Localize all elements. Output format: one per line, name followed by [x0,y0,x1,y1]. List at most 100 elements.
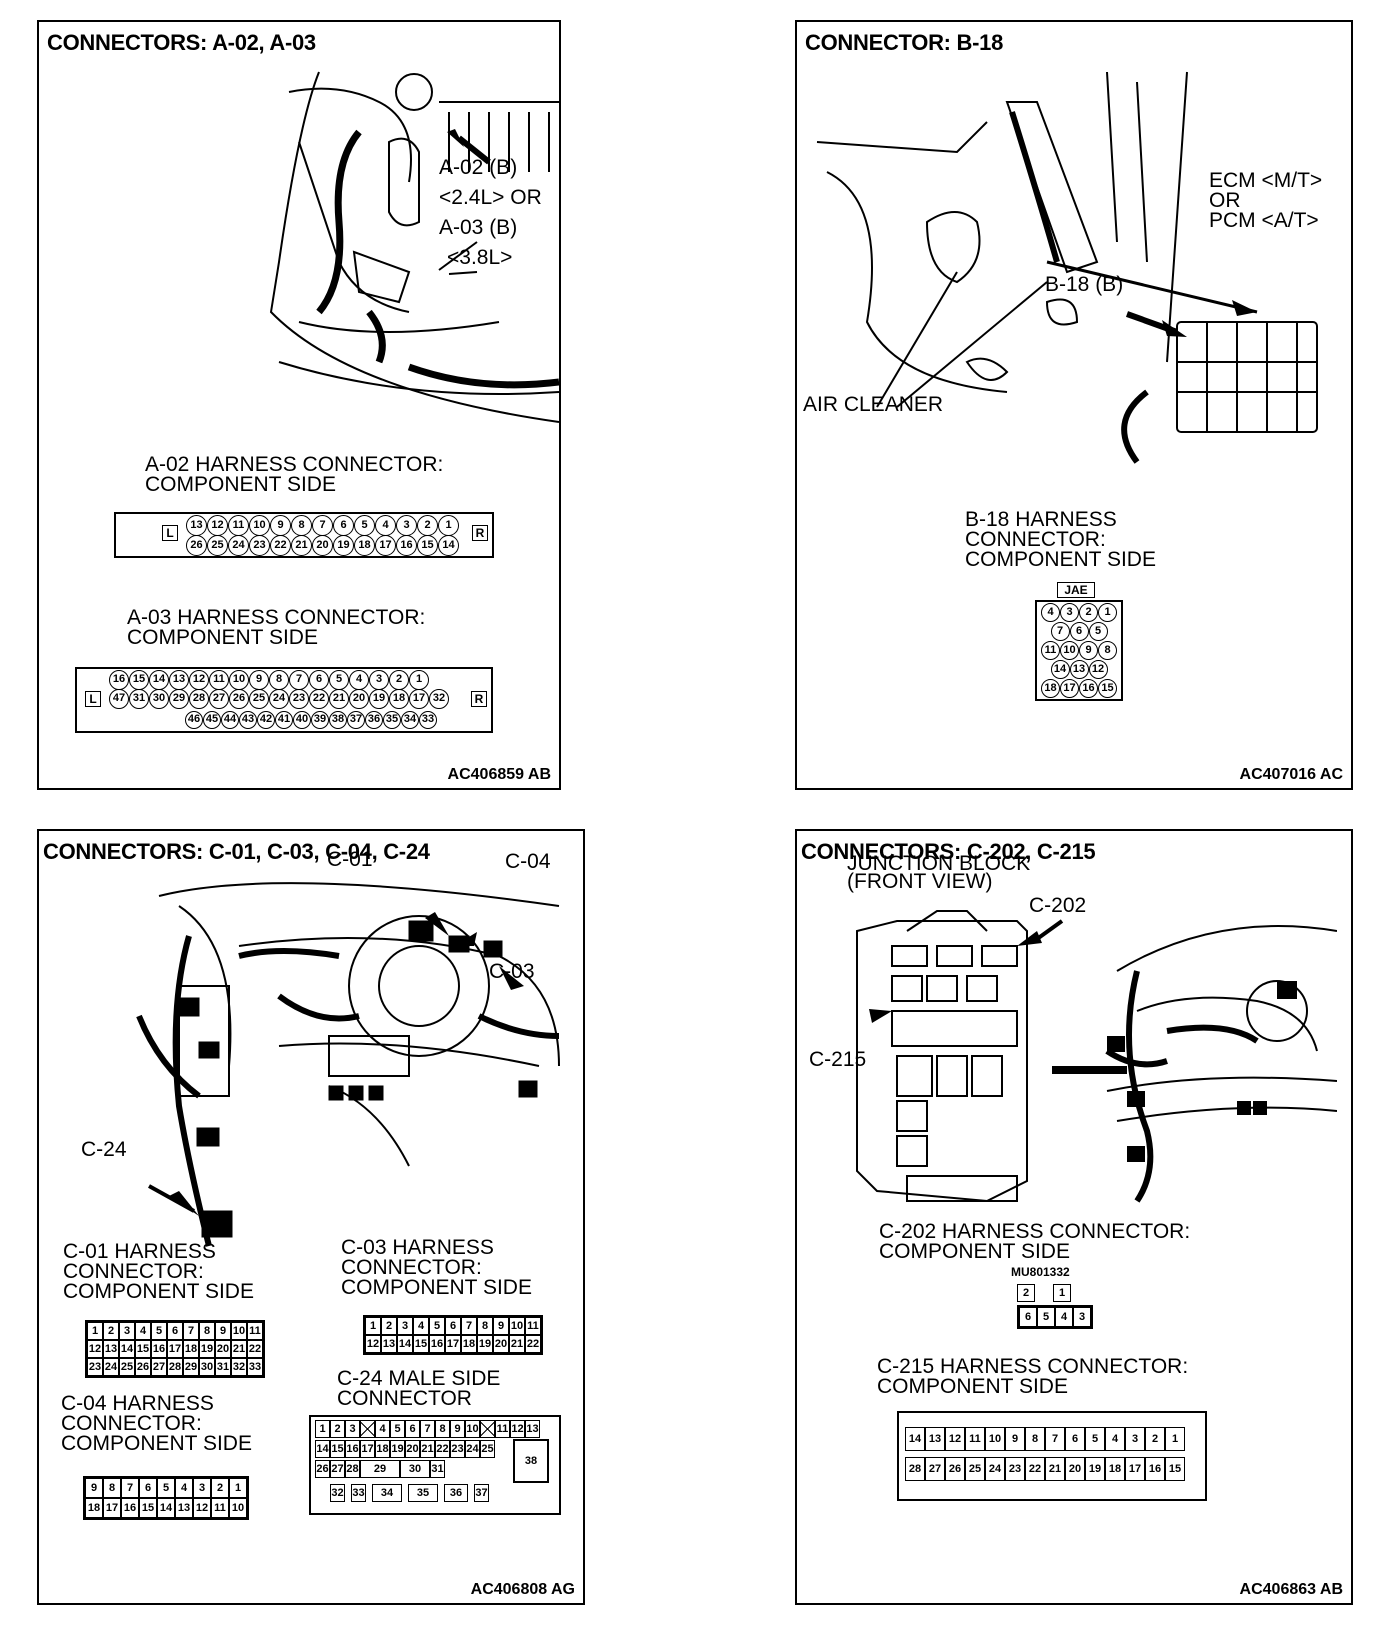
connector-pin: 5 [329,670,349,690]
connector-cell: 14 [157,1498,175,1518]
connector-pin: 12 [189,670,209,690]
callout-a02: A-02 (B) [439,156,518,179]
c24-label-1: C-24 MALE SIDE [337,1367,501,1390]
ecm-label-2: OR [1209,189,1241,212]
connector-pin: 9 [1079,641,1098,660]
connector-cell: 6 [1019,1307,1037,1327]
connector-cell: 30 [199,1358,215,1376]
connector-pin: 10 [229,670,249,690]
connector-cell: 6 [167,1322,183,1340]
a02-left-tag: L [162,525,178,541]
b18-label-3: COMPONENT SIDE [965,548,1156,571]
connector-cell: 15 [139,1498,157,1518]
connector-pin: 1 [438,515,459,536]
connector-pin: 7 [312,515,333,536]
callout-c24: C-24 [81,1138,127,1161]
connector-pin: 8 [269,670,289,690]
connector-pin: 27 [209,689,229,709]
connector-cell: 4 [413,1317,429,1335]
connector-cell: 2 [103,1322,119,1340]
connector-cell: 10 [229,1498,247,1518]
connector-pin: 46 [185,711,203,729]
connector-cell: 35 [408,1484,438,1502]
connector-cell: 26 [945,1457,965,1481]
b18-tag: JAE [1057,582,1095,598]
connector-cell: 22 [525,1335,541,1353]
connector-cell: 25 [119,1358,135,1376]
c202-part-number: MU801332 [1011,1265,1070,1279]
connector-pin: 1 [409,670,429,690]
connector-pin: 2 [417,515,438,536]
panel-c-figure-id: AC406808 AG [470,1581,575,1598]
c202-label-1: C-202 HARNESS CONNECTOR: [879,1220,1191,1243]
connector-cell: 28 [345,1460,360,1478]
connector-pin: 26 [186,535,207,556]
connector-pin: 13 [186,515,207,536]
connector-cell: 24 [465,1440,480,1458]
c202-label-2: COMPONENT SIDE [879,1240,1070,1263]
dash-harness-illustration [136,882,560,1247]
connector-cell [480,1420,495,1438]
connector-pin: 4 [1041,603,1060,622]
panel-b-figure-id: AC407016 AC [1239,766,1343,783]
connector-cell: 34 [372,1484,402,1502]
a03-left-tag: L [85,691,101,707]
ecm-label-1: ECM <M/T> [1209,169,1323,192]
connector-cell: 36 [444,1484,468,1502]
connector-pin: 7 [1050,622,1070,641]
connector-cell: 22 [1025,1457,1045,1481]
connector-pin: 40 [293,711,311,729]
connector-pin: 16 [1079,679,1098,698]
connector-pin: 38 [329,711,347,729]
c24-label-2: CONNECTOR [337,1387,472,1410]
connector-cell: 11 [495,1420,510,1438]
connector-cell: 17 [167,1340,183,1358]
connector-pin: 31 [129,689,149,709]
connector-cell: 26 [315,1460,330,1478]
connector-pin: 6 [333,515,354,536]
connector-pin: 16 [109,670,129,690]
connector-cell: 17 [1125,1457,1145,1481]
connector-pin: 20 [312,535,333,556]
connector-pin: 23 [249,535,270,556]
c215-label-2: COMPONENT SIDE [877,1375,1068,1398]
connector-cell: 5 [390,1420,405,1438]
connector-cell: 16 [121,1498,139,1518]
c24-big-pin: 38 [513,1439,549,1483]
connector-cell: 9 [85,1478,103,1498]
connector-pin: 18 [389,689,409,709]
connector-cell: 9 [450,1420,465,1438]
connector-cell: 5 [1037,1307,1055,1327]
connector-cell: 29 [183,1358,199,1376]
c01-label-2: CONNECTOR: [63,1260,204,1283]
connector-pin: 10 [1060,641,1079,660]
connector-cell: 1 [1053,1284,1071,1302]
connector-pin: 43 [239,711,257,729]
connector-cell: 20 [405,1440,420,1458]
connector-cell: 13 [525,1420,540,1438]
connector-pin: 28 [189,689,209,709]
c01-label-3: COMPONENT SIDE [63,1280,254,1303]
junction-block-label-1: JUNCTION BLOCK [847,852,1031,875]
connector-cell: 8 [1025,1427,1045,1451]
a03-right-tag: R [471,691,487,707]
connector-cell: 3 [1073,1307,1091,1327]
connector-pin: 11 [228,515,249,536]
connector-cell: 13 [175,1498,193,1518]
connector-pin: 24 [269,689,289,709]
connector-pin: 5 [354,515,375,536]
ecm-label-3: PCM <A/T> [1209,209,1319,232]
panel-c-title: CONNECTORS: C-01, C-03, C-04, C-24 [43,839,430,864]
connector-pin: 8 [291,515,312,536]
connector-pin: 11 [209,670,229,690]
